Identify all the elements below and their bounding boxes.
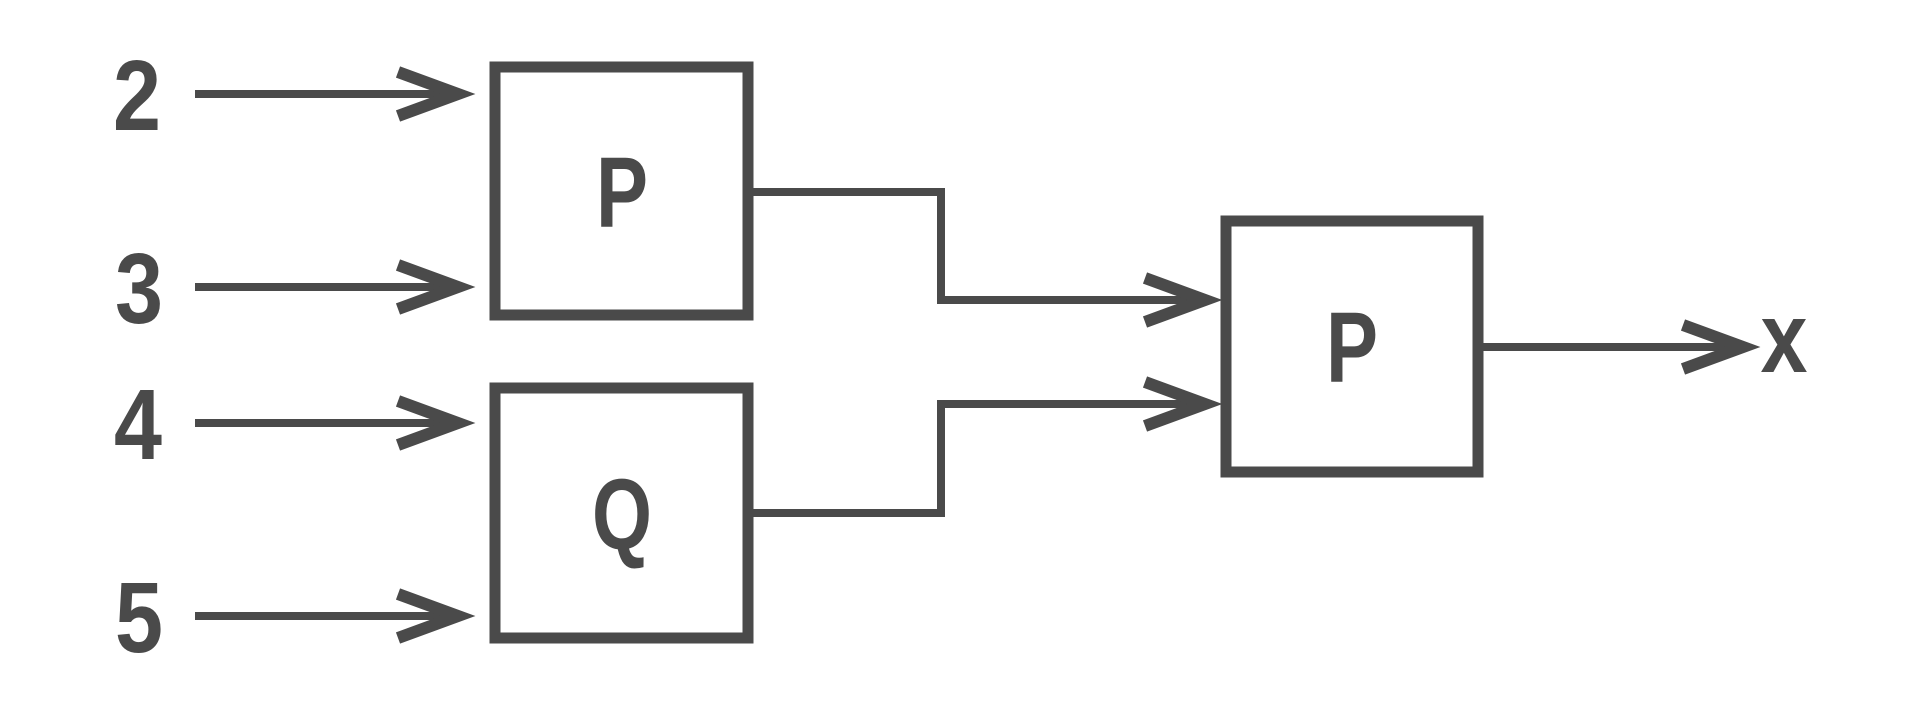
machine-box-q <box>489 382 754 644</box>
input-arrow-icon <box>195 66 476 122</box>
input-arrow-icon <box>195 588 476 644</box>
machine-label-q: Q <box>592 459 652 571</box>
input-arrow-icon <box>195 259 476 315</box>
machine-box-p-first <box>489 61 754 321</box>
machine-label-p-first: P <box>596 137 648 249</box>
input-label: 5 <box>115 562 163 674</box>
connector-p-to-final-arrow-icon <box>748 188 1223 328</box>
input-label: 3 <box>115 233 163 345</box>
connector-q-to-final-arrow-icon <box>748 376 1223 517</box>
output-arrow-icon <box>1478 319 1761 375</box>
output-label: x <box>1761 282 1808 394</box>
input-label: 2 <box>113 40 161 152</box>
input-label: 4 <box>114 369 162 481</box>
machine-label-p-final: P <box>1326 292 1378 404</box>
input-arrow-icon <box>195 395 476 451</box>
